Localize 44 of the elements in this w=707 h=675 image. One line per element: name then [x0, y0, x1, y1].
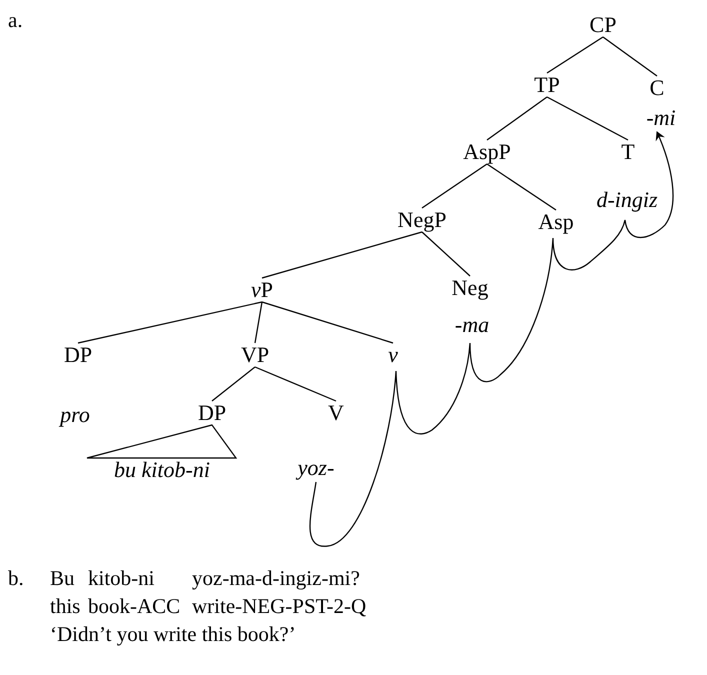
category-label: T [621, 140, 635, 164]
gloss-text: book-ACC [88, 594, 180, 618]
tree-branch [422, 164, 488, 208]
gloss-text: this [50, 594, 80, 618]
tree-branch [486, 96, 548, 140]
category-label: vP [251, 278, 273, 302]
tree-branch [546, 36, 604, 74]
tree-branch [78, 301, 262, 344]
tree-branch [262, 301, 394, 344]
word-label: -mi [646, 106, 676, 130]
tree-branch [254, 366, 336, 402]
gloss-text: Bu [50, 566, 75, 590]
word-label: v [388, 343, 398, 367]
gloss-text: yoz-ma-d-ingiz-mi? [192, 566, 360, 590]
tree-branch [212, 366, 256, 402]
category-label: DP [64, 343, 92, 367]
example-label: b. [8, 566, 24, 590]
tree-branch [86, 424, 238, 459]
word-label: pro [60, 403, 90, 427]
tree-branch [602, 36, 658, 76]
category-label: TP [534, 73, 560, 97]
category-label: Neg [452, 276, 488, 300]
word-label: d-ingiz [596, 188, 658, 212]
category-label: VP [240, 343, 270, 367]
category-label: AspP [463, 140, 511, 164]
category-label: C [650, 76, 664, 100]
category-label: V [328, 401, 344, 425]
tree-branch [486, 164, 556, 210]
gloss-text: write-NEG-PST-2-Q [192, 594, 366, 618]
category-label: Asp [538, 210, 574, 234]
word-label: bu kitob-ni [114, 458, 210, 482]
gloss-text: ‘Didn’t you write this book?’ [50, 622, 296, 646]
example-label: a. [8, 8, 23, 32]
word-label: -ma [454, 313, 490, 337]
tree-branch [262, 231, 422, 279]
category-label: CP [590, 13, 616, 37]
movement-arrow [310, 131, 674, 547]
category-label: NegP [398, 208, 446, 232]
tree-branch [422, 232, 470, 276]
category-label: DP [198, 401, 226, 425]
tree-branch [254, 302, 263, 344]
gloss-text: kitob-ni [88, 566, 154, 590]
tree-branch [546, 96, 628, 141]
word-label: yoz- [298, 456, 334, 480]
